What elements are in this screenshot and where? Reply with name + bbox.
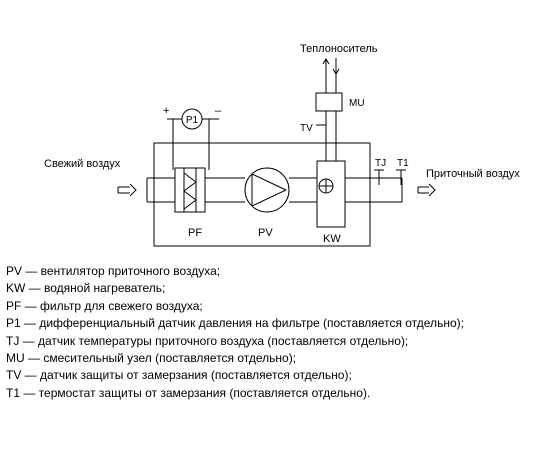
label-tj: TJ: [375, 158, 386, 169]
inlet-arrow: [117, 183, 137, 197]
tj-sensor: [374, 169, 384, 185]
mixing-unit-mu: [315, 92, 343, 112]
label-fresh-air: Свежий воздух: [44, 158, 121, 170]
label-mu: MU: [349, 98, 365, 109]
label-pv: PV: [258, 227, 273, 239]
filter-pf: [174, 167, 206, 213]
fan-pv: [244, 167, 290, 213]
t1-sensor: [396, 169, 406, 185]
label-t1: T1: [397, 158, 409, 169]
legend-item-kw: KW — водяной нагреватель;: [6, 281, 166, 296]
ventilation-schematic: Теплоноситель MU TV P1 + – Свежий воздух…: [44, 43, 520, 247]
legend-item-t1: T1 — термостат защиты от замерзания (пос…: [6, 385, 371, 400]
label-plus: +: [163, 105, 169, 117]
legend-item-pf: PF — фильтр для свежего воздуха;: [6, 298, 203, 313]
label-supply-air: Приточный воздух: [426, 168, 520, 180]
legend-item-p1: P1 — дифференциальный датчик давления на…: [6, 316, 464, 331]
legend-item-tv: TV — датчик защиты от замерзания (постав…: [6, 368, 352, 383]
legend-item-mu: MU — смесительный узел (поставляется отд…: [6, 351, 297, 366]
legend-item-tj: TJ — датчик температуры приточного возду…: [6, 333, 409, 348]
heat-carrier-arrows: [322, 58, 340, 75]
air-duct: [146, 177, 403, 203]
outlet-arrow: [417, 183, 436, 197]
p1-pressure-sensor: [167, 108, 219, 170]
label-pf: PF: [188, 227, 202, 239]
label-tv: TV: [300, 123, 313, 134]
label-kw: KW: [323, 233, 341, 245]
heater-kw: [316, 160, 346, 228]
label-p1: P1: [186, 115, 199, 126]
unit-casing: [153, 142, 371, 247]
legend-item-pv: PV — вентилятор приточного воздуха;: [6, 264, 221, 278]
legend-list: PV — вентилятор приточного воздуха; KW —…: [6, 263, 546, 402]
label-heat-carrier: Теплоноситель: [300, 43, 378, 55]
label-minus: –: [215, 105, 222, 117]
